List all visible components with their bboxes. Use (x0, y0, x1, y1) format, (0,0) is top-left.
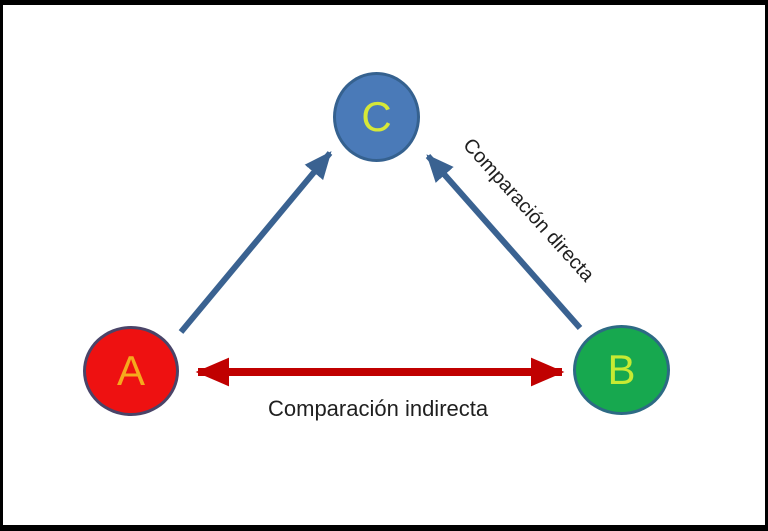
node-a-label: A (116, 347, 145, 394)
arrow-b-to-c (425, 154, 583, 330)
node-c-label: C (361, 93, 392, 140)
edge-label-indirect-comparison: Comparación indirecta (268, 396, 489, 421)
node-b-label: B (607, 346, 636, 393)
arrow-a-to-c (178, 151, 333, 334)
node-b: B (573, 325, 670, 415)
node-a: A (83, 326, 179, 416)
node-c: C (333, 72, 420, 162)
